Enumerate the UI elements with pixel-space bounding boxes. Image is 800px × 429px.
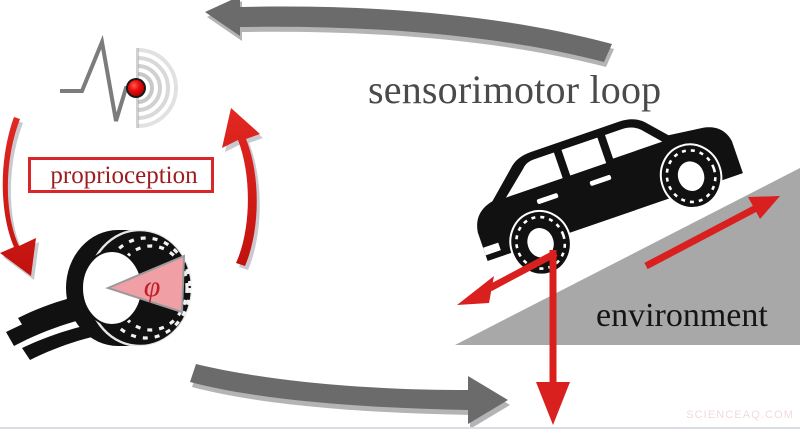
- gravity-force-vector: [536, 382, 570, 425]
- drag-force-vector: [457, 249, 558, 305]
- proprioception-label: proprioception: [50, 162, 198, 189]
- force-vectors: [457, 196, 780, 425]
- environment-ramp: [455, 168, 800, 345]
- car-on-slope-icon: [477, 119, 743, 276]
- environment-label: environment: [596, 297, 768, 334]
- sensor-signal-icon: [60, 34, 178, 128]
- proprioception-label-box: proprioception: [28, 157, 214, 193]
- proprioception-arrow-right: [222, 108, 263, 270]
- rolling-wheel-icon: φ: [6, 228, 194, 360]
- action-arrow-bottom: [190, 364, 510, 427]
- watermark-text: SCIENCEAQ.COM: [686, 409, 794, 421]
- slope-force-vector: [644, 196, 780, 270]
- car-wheel-rear: [659, 143, 723, 209]
- phi-symbol: φ: [144, 270, 161, 303]
- page-title: sensorimotor loop: [368, 67, 662, 112]
- proprioception-arrow-left: [0, 117, 39, 280]
- feedback-arrow-top: [205, 0, 614, 67]
- angle-wedge: [105, 254, 186, 314]
